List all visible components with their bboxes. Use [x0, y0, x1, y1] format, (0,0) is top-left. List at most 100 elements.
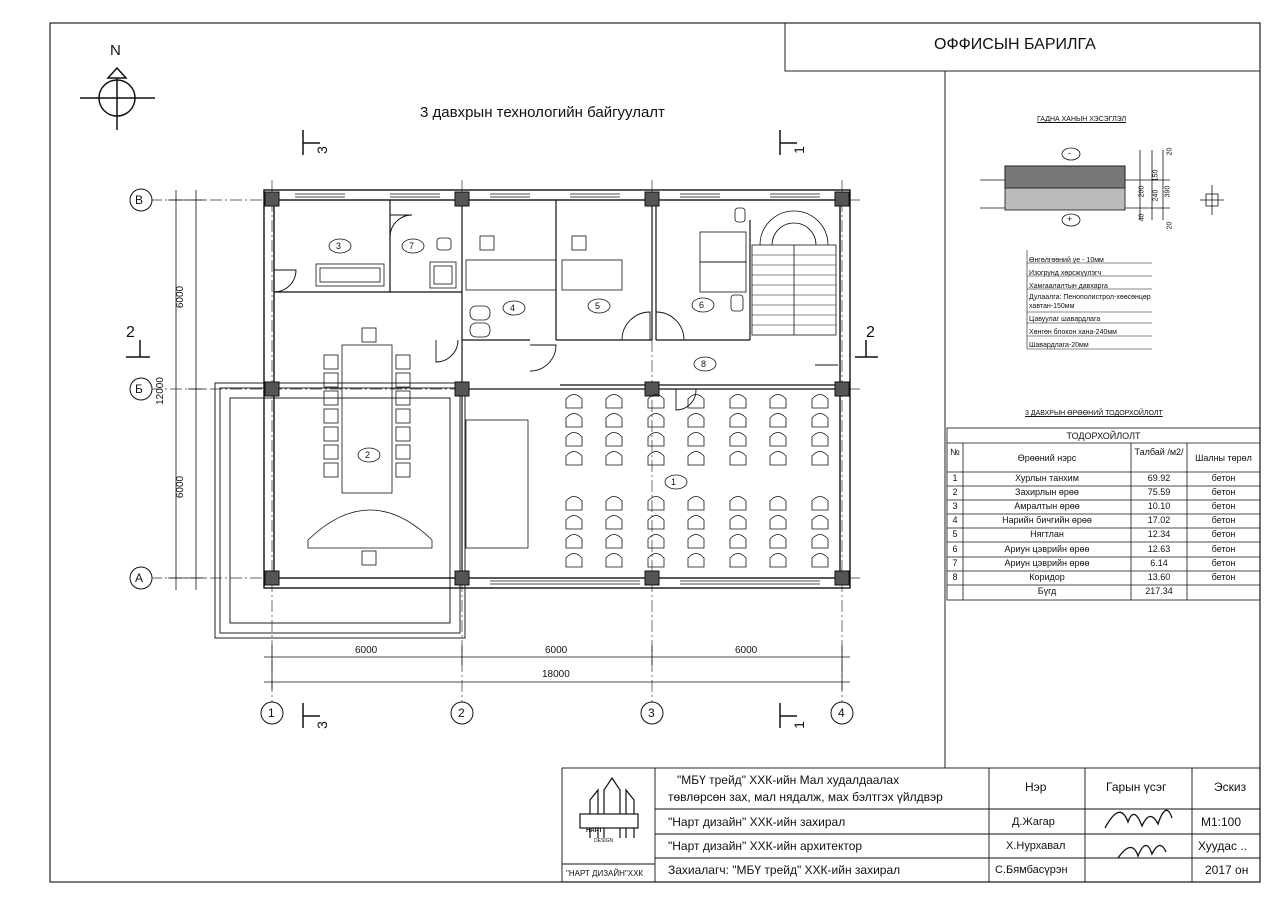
explication-cell: Ариун цэврийн өрөө [1004, 557, 1090, 568]
auditorium-seat [687, 553, 705, 568]
wall-mark-minus: - [1068, 148, 1071, 158]
auditorium-seat [729, 553, 747, 568]
auditorium-seat [565, 496, 583, 511]
wall-layer-6: Хөнгөн блокон хана-240мм [1029, 329, 1117, 336]
auditorium-seat [769, 451, 787, 466]
signature [1104, 809, 1173, 859]
auditorium-seat [605, 451, 623, 466]
dim-v-2: 6000 [175, 475, 187, 499]
auditorium-seat [769, 394, 787, 409]
explication-cell: бетон [1211, 543, 1236, 554]
north-arrow [80, 66, 155, 130]
auditorium-seat [811, 534, 829, 549]
auditorium-seat [605, 432, 623, 447]
auditorium-seat [729, 413, 747, 428]
auditorium-seat [769, 413, 787, 428]
explication-header-no: № [950, 447, 960, 457]
explication-cell: бетон [1211, 473, 1236, 483]
auditorium-seat [687, 496, 705, 511]
explication-cell: Бүгд [1037, 585, 1057, 596]
axis-label-3: 3 [648, 706, 655, 720]
auditorium-seat [769, 553, 787, 568]
axis-bubbles [129, 188, 854, 725]
stair-treads [752, 254, 836, 326]
axis-label-a: А [135, 571, 144, 585]
explication-cell: 6.14 [1150, 557, 1168, 568]
explication-header-name: Өрөөний нэрс [1017, 453, 1077, 463]
auditorium-seat [647, 432, 665, 447]
auditorium-seat [565, 451, 583, 466]
title-box [784, 22, 1261, 72]
title-block-grid [561, 767, 1261, 883]
auditorium-seat [811, 515, 829, 530]
explication-cell: бетон [1211, 501, 1236, 512]
auditorium-seat [565, 432, 583, 447]
plan-title: 3 давхрын технологийн байгуулалт [420, 104, 665, 121]
logo-text: НАРТ [586, 828, 603, 834]
role-architect: "Нарт дизайн" ХХК-ийн архитектор [668, 839, 863, 853]
auditorium-seat [769, 515, 787, 530]
auditorium-seat [605, 413, 623, 428]
section-mark-2-left: 2 [126, 324, 135, 341]
room-tag-5: 5 [595, 301, 601, 311]
explication-cell: Нягтлан [1030, 529, 1064, 540]
wall-layer-leaders [1026, 250, 1152, 350]
explication-cell: 2 [952, 487, 958, 498]
explication-cell: бетон [1211, 487, 1236, 498]
auditorium-seat [687, 515, 705, 530]
auditorium-seat [605, 515, 623, 530]
auditorium-seat [647, 534, 665, 549]
section-mark-3-bottom: 3 [313, 721, 330, 729]
col-sketch-header: Эскиз [1214, 780, 1247, 794]
auditorium-seat [729, 451, 747, 466]
room-tag-3: 3 [336, 241, 342, 251]
logo-sub: DESIGN [594, 838, 614, 844]
auditorium-seat [811, 496, 829, 511]
windows [295, 193, 820, 585]
col-sign-header: Гарын үсэг [1106, 780, 1167, 794]
name-client: С.Бямбасүрэн [995, 864, 1068, 876]
explication-cell: Хурлын танхим [1015, 473, 1079, 483]
auditorium-seat [647, 413, 665, 428]
explication-cell: 5 [952, 529, 958, 540]
north-label: N [110, 42, 121, 59]
auditorium-seat [565, 515, 583, 530]
wall-section-detail [980, 147, 1224, 227]
role-client: Захиалагч: "МБҮ трейд" ХХК-ийн захирал [668, 863, 901, 877]
explication-cell: 10.10 [1147, 501, 1171, 512]
wall-detail-title: ГАДНА ХАНЫН ХЭСЭГЛЭЛ [1037, 116, 1127, 123]
company-name: "НАРТ ДИЗАЙН"ХХК [566, 869, 644, 878]
explication-cell: Нарийн бичгийн өрөө [1002, 515, 1092, 526]
scale: М1:100 [1201, 815, 1242, 829]
auditorium-seat [565, 534, 583, 549]
auditorium-seat [729, 515, 747, 530]
auditorium-seat [811, 413, 829, 428]
explication-cell: 7 [952, 557, 958, 568]
auditorium-seat [729, 534, 747, 549]
auditorium-seat [605, 553, 623, 568]
explication-cell: Ариун цэврийн өрөө [1004, 543, 1090, 554]
auditorium-seat [769, 496, 787, 511]
wall-dim-2: 150 [1152, 169, 1160, 182]
explication-cell: 1 [952, 473, 958, 483]
wall-dim-4: 240 [1152, 189, 1160, 202]
section-line-2 [126, 340, 878, 358]
auditorium-seat [729, 432, 747, 447]
explication-cell: 17.02 [1147, 515, 1171, 526]
explication-cell: бетон [1211, 557, 1236, 568]
auditorium-seat [565, 413, 583, 428]
auditorium-seat [811, 394, 829, 409]
auditorium-seat [729, 394, 747, 409]
auditorium-seat [565, 394, 583, 409]
auditorium-seat [605, 534, 623, 549]
auditorium-seat [811, 432, 829, 447]
terrace [214, 382, 466, 639]
wall-layer-4: Дулаалга: Пенополистрол-хөөсөнцөр хавтан… [1029, 294, 1151, 310]
sheet-number: Хуудас .. [1198, 839, 1248, 853]
dim-v-1: 6000 [175, 285, 187, 309]
explication-cell: бетон [1211, 515, 1236, 526]
auditorium-seat [605, 394, 623, 409]
name-director: Д.Жагар [1012, 816, 1055, 828]
room-tag-1: 1 [671, 477, 677, 487]
auditorium-seat [687, 534, 705, 549]
